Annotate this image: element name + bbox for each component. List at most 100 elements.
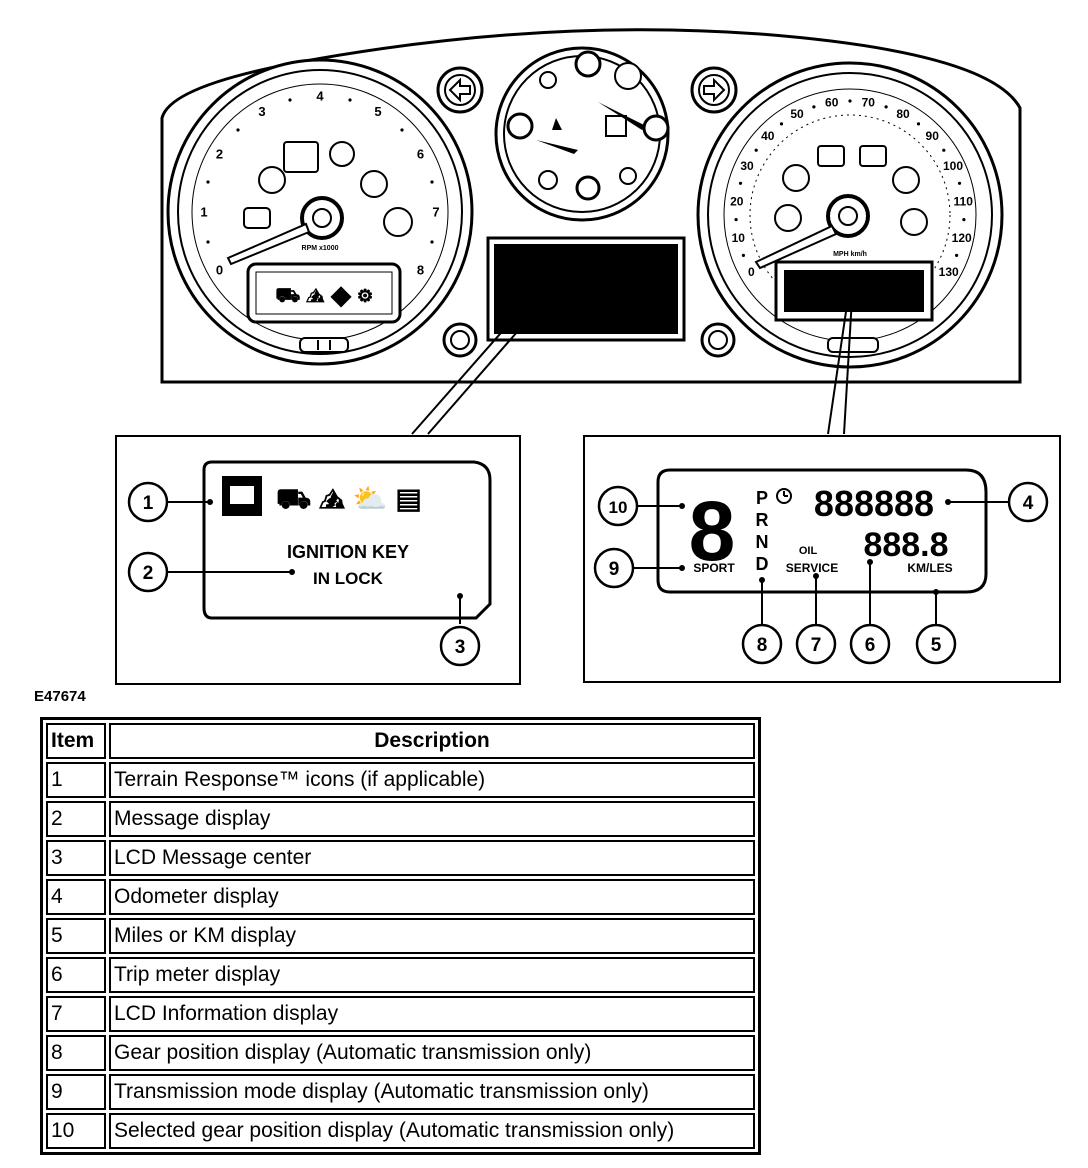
tach-tick-label-minor-1 — [206, 180, 210, 184]
callout-1: 1 — [127, 481, 169, 523]
center-gauge — [494, 46, 670, 222]
left-lower-indicator — [442, 322, 478, 358]
description-cell: Miles or KM display — [109, 918, 755, 954]
right-turn-indicator — [690, 66, 738, 114]
speedometer-unit-label: MPH km/h — [833, 251, 867, 258]
tach-tick-label-8: 8 — [417, 262, 424, 277]
description-cell: Terrain Response™ icons (if applicable) — [109, 762, 755, 798]
svg-text:3: 3 — [455, 637, 466, 658]
callout-4: 4 — [1007, 481, 1049, 523]
tach-tick-label-3: 3 — [258, 104, 265, 119]
tach-tick-label-0: 0 — [216, 262, 223, 277]
battery-warning-icon — [243, 207, 271, 229]
message-center-detail: ⛟ ⛰ ⛅ ▤ IGNITION KEY IN LOCK — [115, 435, 521, 685]
speedo-tick-label-minor-3 — [754, 148, 758, 152]
leader-lines — [411, 297, 853, 435]
tach-tick-label-7: 7 — [432, 204, 439, 219]
item-cell: 4 — [46, 879, 106, 915]
tach-tick-label-minor-5 — [400, 128, 404, 132]
callout-10: 10 — [597, 485, 639, 527]
speedo-tick-label-minor-12 — [955, 253, 959, 257]
speedo-tick-label-8: 80 — [896, 107, 910, 121]
svg-text:8: 8 — [757, 635, 768, 656]
speedo-tick-label-7: 70 — [862, 96, 876, 110]
park-brake-icon — [817, 145, 845, 167]
seatbelt-icon — [782, 164, 810, 192]
speedo-tick-label-4: 40 — [761, 129, 775, 143]
speedo-tick-label-6: 60 — [825, 96, 839, 110]
tach-tick-label-minor-4 — [348, 98, 352, 102]
description-cell: Odometer display — [109, 879, 755, 915]
column-header-item: Item — [46, 723, 106, 759]
speedo-tick-label-minor-9 — [942, 148, 946, 152]
engine-warning-icon — [283, 141, 319, 173]
item-cell: 7 — [46, 996, 106, 1032]
trip-digits: 888.8 — [863, 526, 948, 564]
gear-letter-n: N — [756, 532, 769, 552]
description-cell: LCD Message center — [109, 840, 755, 876]
item-cell: 2 — [46, 801, 106, 837]
speedo-tick-label-3: 30 — [740, 159, 754, 173]
svg-text:9: 9 — [609, 559, 620, 580]
speedo-tick-label-2: 20 — [730, 194, 744, 208]
tachometer-button — [299, 337, 349, 353]
speedo-tick-label-12: 120 — [952, 231, 972, 245]
gear-letter-r: R — [756, 510, 769, 530]
abs-icon — [900, 208, 928, 236]
callout-leaders — [168, 501, 1008, 624]
units-text: KM/LES — [907, 561, 952, 575]
column-header-description: Description — [109, 723, 755, 759]
coolant-warning-icon — [258, 166, 286, 194]
description-cell: Message display — [109, 801, 755, 837]
speedo-tick-label-10: 100 — [943, 159, 963, 173]
temp-gauge-icon — [575, 175, 601, 201]
tach-tick-label-minor-0 — [206, 240, 210, 244]
description-cell: Transmission mode display (Automatic tra… — [109, 1074, 755, 1110]
tach-tick-label-minor-7 — [430, 240, 434, 244]
description-cell: Trip meter display — [109, 957, 755, 993]
svg-text:4: 4 — [1023, 493, 1034, 514]
callout-2: 2 — [127, 551, 169, 593]
speedo-tick-label-5: 50 — [790, 107, 804, 121]
speedo-tick-label-minor-5 — [812, 105, 816, 109]
speedo-tick-label-9: 90 — [926, 129, 940, 143]
item-cell: 8 — [46, 1035, 106, 1071]
center-message-display — [486, 236, 686, 342]
callout-5: 5 — [915, 623, 957, 665]
speedo-tick-label-0: 0 — [748, 265, 755, 279]
svg-text:7: 7 — [811, 635, 822, 656]
brake-warning-icon — [859, 145, 887, 167]
svg-text:10: 10 — [609, 498, 628, 517]
info-text-oil: OIL — [799, 545, 818, 557]
svg-text:5: 5 — [931, 635, 942, 656]
item-cell: 3 — [46, 840, 106, 876]
tach-tick-label-6: 6 — [417, 146, 424, 161]
svg-text:1: 1 — [143, 493, 154, 514]
table-header-row: Item Description — [46, 723, 755, 759]
glow-plug-icon — [360, 170, 388, 198]
tach-tick-label-minor-2 — [236, 128, 240, 132]
item-cell: 9 — [46, 1074, 106, 1110]
description-cell: Selected gear position display (Automati… — [109, 1113, 755, 1149]
right-lower-indicator — [700, 322, 736, 358]
speedo-tick-label-minor-8 — [916, 122, 921, 126]
tire-pressure-icon — [892, 166, 920, 194]
speedo-tick-label-minor-2 — [738, 181, 743, 185]
oil-icon — [614, 62, 642, 90]
speedo-tick-label-minor-7 — [884, 105, 888, 109]
speedo-tick-label-minor-1 — [734, 218, 738, 222]
item-cell: 10 — [46, 1113, 106, 1149]
temperature-warning-icon — [329, 141, 355, 167]
message-line-2: IN LOCK — [313, 569, 384, 588]
speedo-tick-label-minor-11 — [962, 218, 966, 222]
callout-8: 8 — [741, 623, 783, 665]
